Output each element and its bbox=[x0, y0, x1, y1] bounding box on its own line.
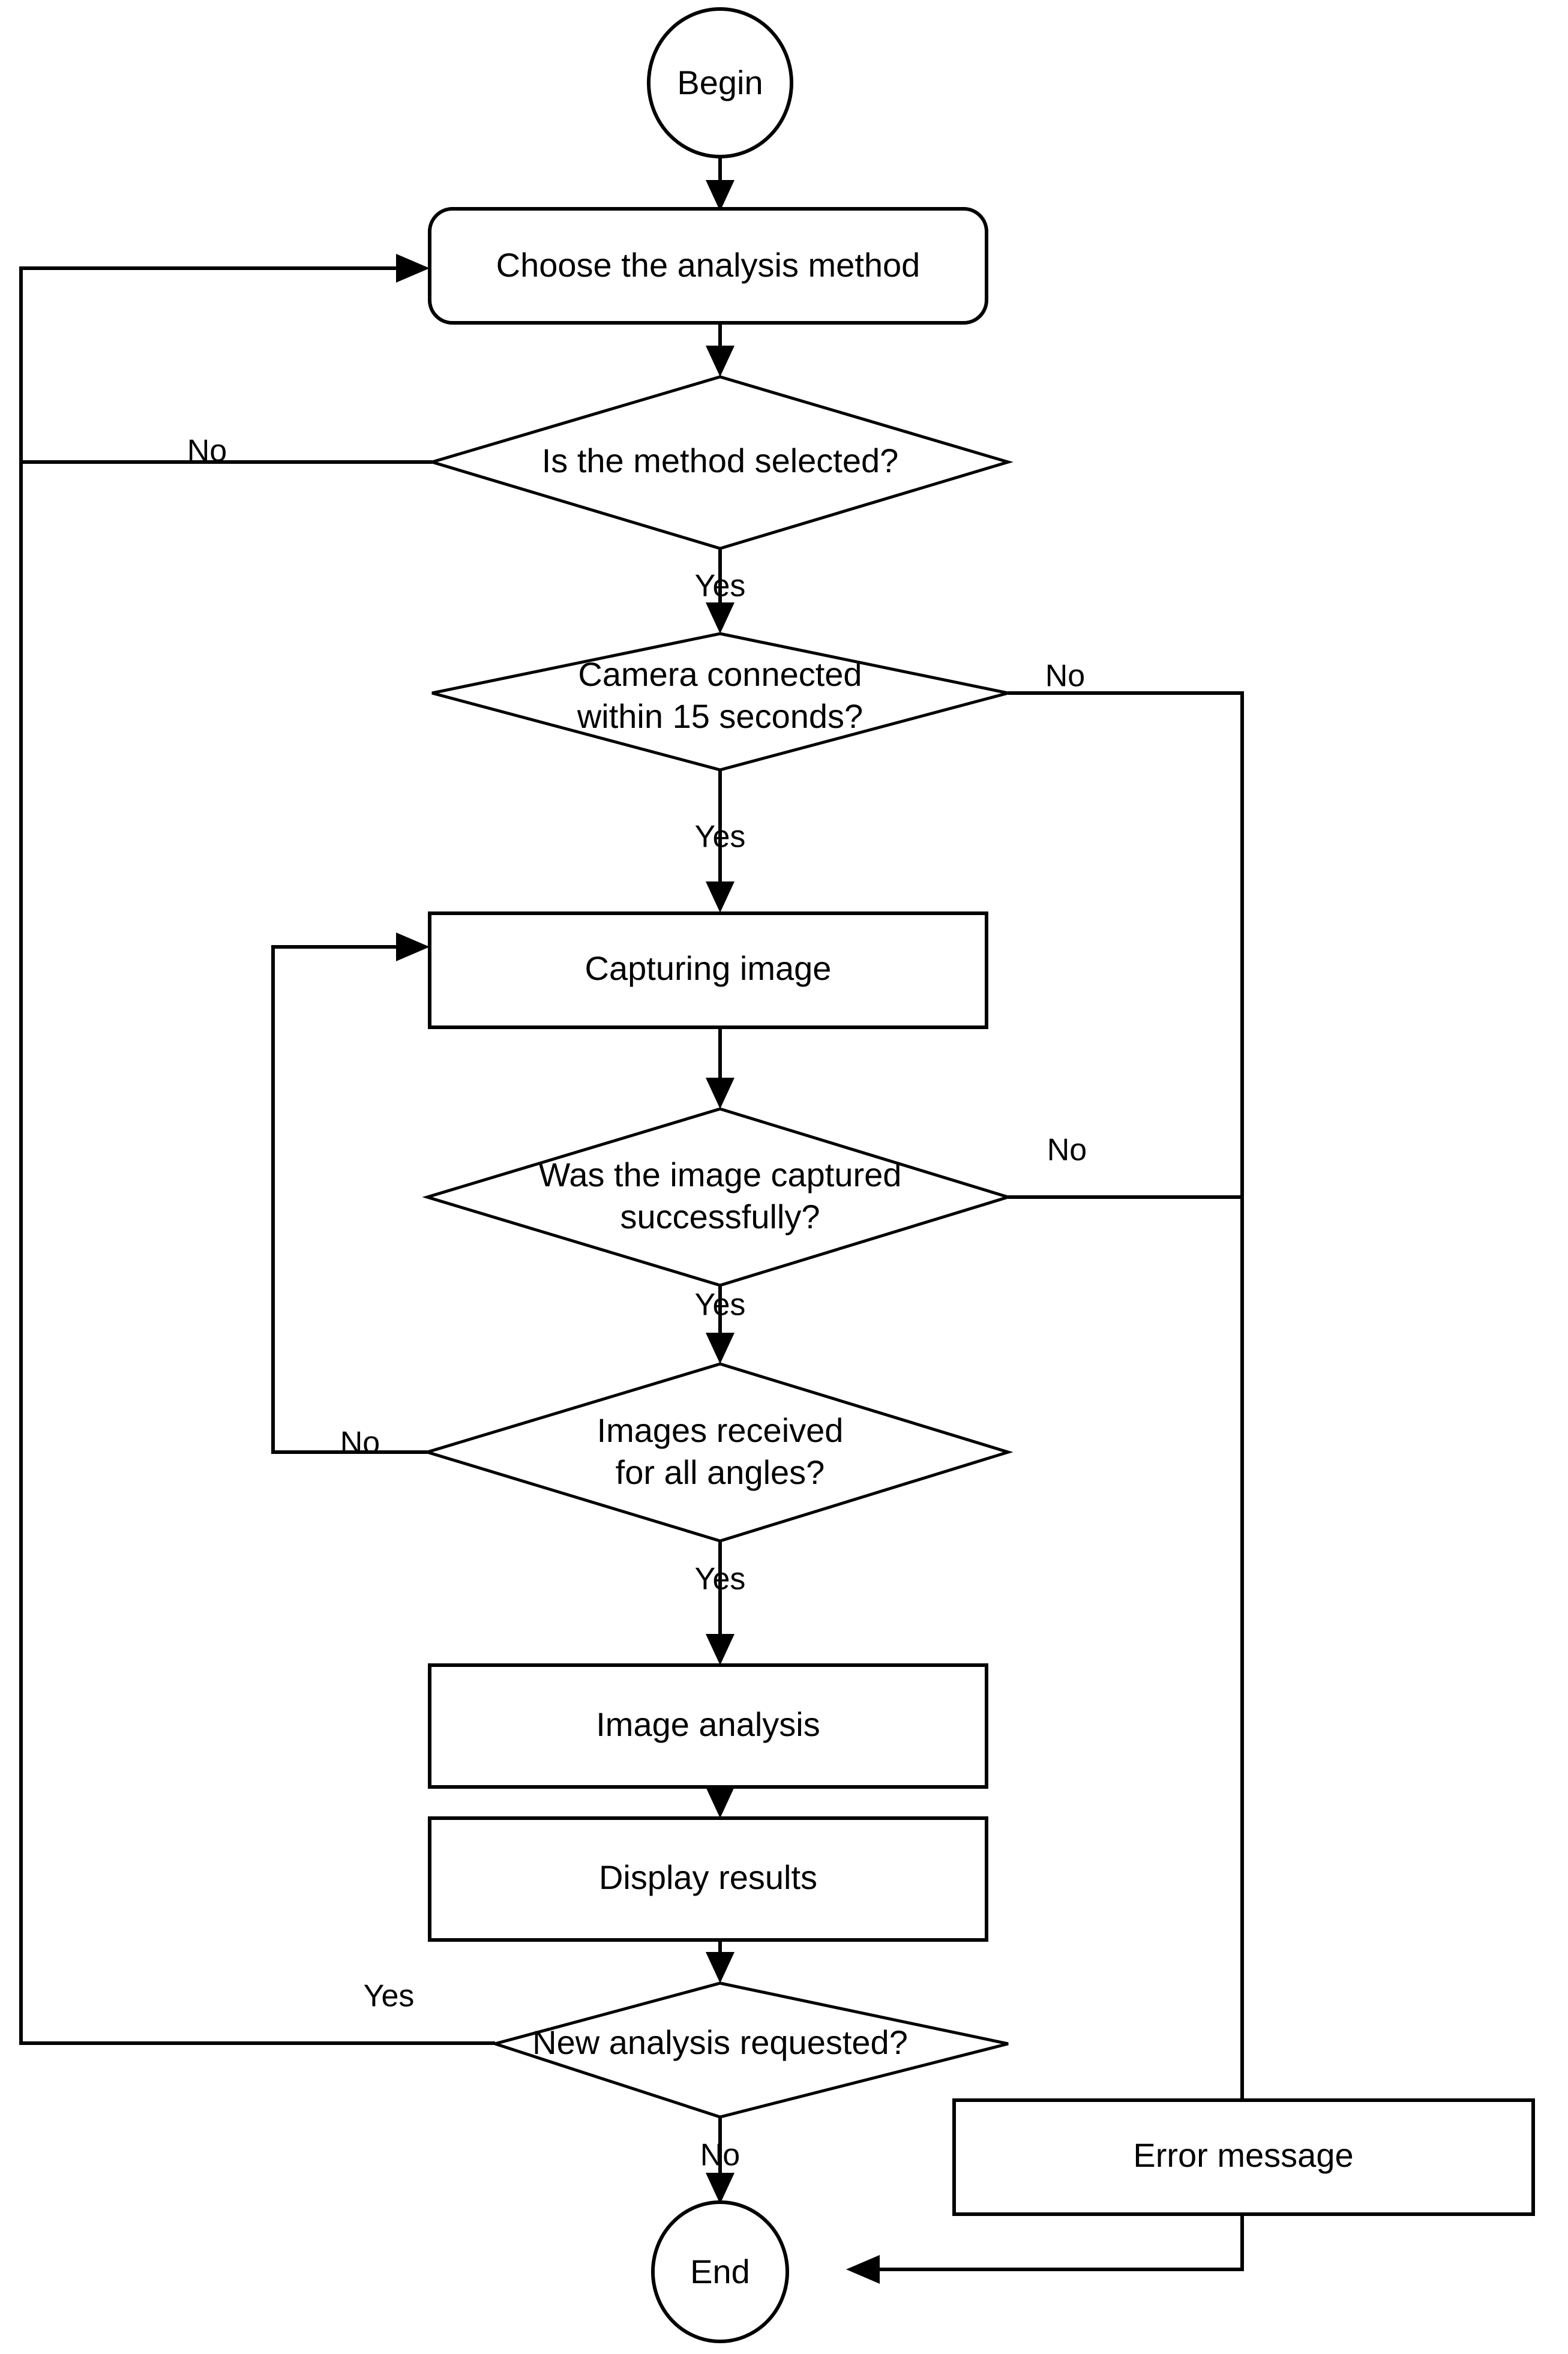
node-image-analysis[interactable]: Image analysis bbox=[428, 1663, 988, 1789]
edge-new-analysis-yes-loop bbox=[19, 462, 495, 2045]
edge-label-method-selected-yes: Yes bbox=[695, 569, 746, 604]
node-images-all-angles-label-line1: Images received bbox=[597, 1411, 844, 1449]
edge-new-analysis-to-end bbox=[706, 2117, 734, 2204]
node-choose-analysis-method-label: Choose the analysis method bbox=[496, 246, 921, 284]
edge-label-new-analysis-yes: Yes bbox=[364, 1979, 415, 2014]
node-images-all-angles-label-line2: for all angles? bbox=[616, 1453, 825, 1491]
edge-label-capture-yes: Yes bbox=[695, 1288, 746, 1323]
node-image-analysis-label: Image analysis bbox=[596, 1705, 820, 1743]
node-images-all-angles[interactable]: Images received for all angles? bbox=[422, 1362, 1014, 1543]
node-error-message[interactable]: Error message bbox=[952, 2098, 1535, 2216]
edge-capturing-to-capture-success bbox=[706, 1027, 734, 1109]
edge-method-selected-no-loop bbox=[19, 254, 432, 464]
edge-label-capture-no: No bbox=[1047, 1133, 1087, 1168]
edge-image-analysis-to-display-results bbox=[706, 1787, 734, 1818]
node-is-method-selected-label: Is the method selected? bbox=[542, 442, 899, 479]
node-choose-analysis-method[interactable]: Choose the analysis method bbox=[428, 207, 988, 325]
edge-display-results-to-new-analysis bbox=[706, 1940, 734, 1983]
node-error-message-label: Error message bbox=[1133, 2136, 1353, 2174]
edge-error-message-to-end bbox=[846, 2214, 1244, 2284]
node-display-results[interactable]: Display results bbox=[428, 1816, 988, 1942]
edge-begin-to-choose-method bbox=[706, 157, 734, 211]
node-display-results-label: Display results bbox=[599, 1858, 817, 1896]
edge-all-angles-to-image-analysis bbox=[706, 1542, 734, 1665]
edge-label-camera-no: No bbox=[1045, 659, 1085, 694]
node-begin-label: Begin bbox=[677, 64, 763, 101]
edge-label-new-analysis-no: No bbox=[700, 2138, 740, 2173]
edge-all-angles-no-loop bbox=[271, 932, 430, 1454]
edge-method-selected-to-camera bbox=[706, 550, 734, 634]
node-capture-successful[interactable]: Was the image captured successfully? bbox=[422, 1107, 1014, 1287]
node-end[interactable]: End bbox=[651, 2200, 789, 2343]
edge-label-angles-yes: Yes bbox=[695, 1562, 746, 1597]
edge-label-method-selected-no: No bbox=[187, 434, 227, 469]
node-capture-successful-label-line2: successfully? bbox=[620, 1198, 820, 1236]
node-new-analysis-requested[interactable]: New analysis requested? bbox=[490, 1981, 1009, 2119]
node-camera-connected-label-line1: Camera connected bbox=[578, 655, 862, 693]
node-is-method-selected[interactable]: Is the method selected? bbox=[427, 375, 1014, 550]
edge-camera-no-to-error bbox=[1008, 691, 1244, 2100]
edge-label-angles-no: No bbox=[340, 1426, 380, 1461]
edge-capture-success-to-all-angles bbox=[706, 1285, 734, 1364]
edge-camera-to-capturing bbox=[706, 769, 734, 913]
edge-choose-method-to-method-selected bbox=[706, 323, 734, 377]
node-begin[interactable]: Begin bbox=[647, 7, 793, 158]
node-end-label: End bbox=[690, 2253, 750, 2290]
edge-label-camera-yes: Yes bbox=[695, 820, 746, 854]
node-capture-successful-label-line1: Was the image captured bbox=[539, 1156, 902, 1194]
node-camera-connected-label-line2: within 15 seconds? bbox=[577, 697, 863, 735]
node-capturing-image[interactable]: Capturing image bbox=[428, 911, 988, 1029]
node-capturing-image-label: Capturing image bbox=[585, 949, 832, 987]
node-camera-connected[interactable]: Camera connected within 15 seconds? bbox=[431, 632, 1009, 772]
node-new-analysis-requested-label: New analysis requested? bbox=[532, 2023, 908, 2061]
